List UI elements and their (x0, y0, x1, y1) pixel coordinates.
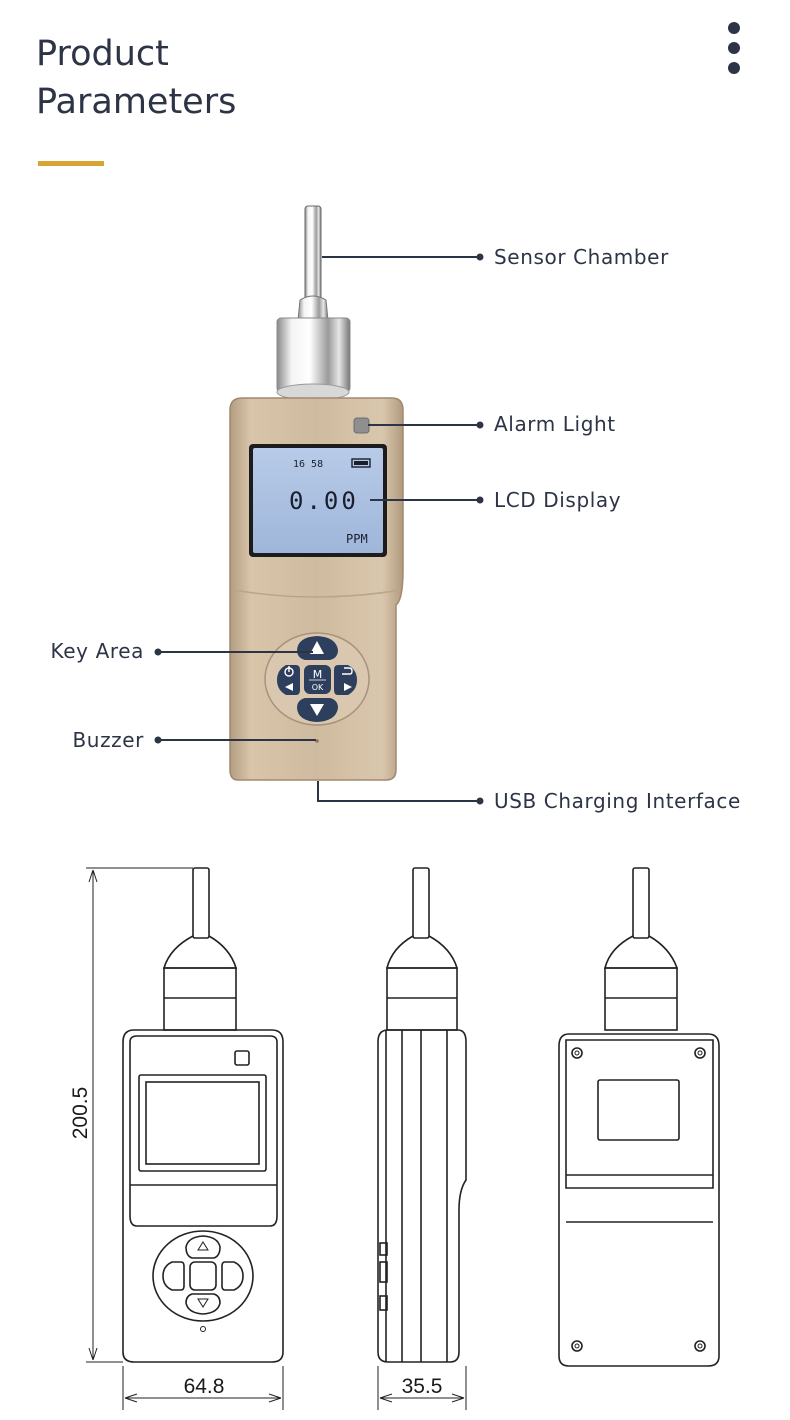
power-left-key (277, 665, 300, 695)
lcd-screen (253, 448, 383, 553)
battery-icon (351, 458, 371, 468)
callouts: Sensor Chamber Alarm Light LCD Display K… (51, 245, 741, 813)
callout-alarm-light: Alarm Light (494, 412, 616, 436)
buzzer-hole (315, 739, 319, 743)
page-title: Product Parameters (36, 30, 236, 126)
front-view-drawing (122, 867, 284, 1363)
technical-drawings (86, 867, 720, 1410)
page-title-line-1: Product (36, 34, 169, 74)
back-view-drawing (558, 867, 720, 1367)
menu-ok-key (304, 665, 331, 694)
callout-sensor-chamber: Sensor Chamber (494, 245, 669, 269)
ok-key-label: OK (312, 683, 324, 692)
dimension-depth-label: 35.5 (402, 1375, 443, 1398)
callout-lcd-display: LCD Display (494, 488, 621, 512)
callout-buzzer: Buzzer (72, 728, 144, 752)
page-title-line-2: Parameters (36, 82, 237, 122)
lcd-reading: 0.00 (289, 487, 359, 515)
title-accent-line (38, 161, 104, 166)
dimension-width-label: 64.8 (184, 1375, 225, 1398)
more-vertical-icon[interactable] (716, 20, 752, 76)
menu-key-label: M (313, 668, 323, 681)
gas-detector-device: 16 58 0.00 PPM M OK (229, 205, 404, 781)
callout-usb-charging: USB Charging Interface (494, 789, 741, 813)
side-view-drawing (377, 867, 467, 1363)
dimension-height-label: 200.5 (69, 1087, 92, 1140)
lcd-unit: PPM (346, 532, 368, 546)
lcd-time: 16 58 (293, 459, 323, 470)
alarm-light (353, 417, 370, 434)
dimension-lines (86, 867, 467, 1410)
callout-key-area: Key Area (51, 639, 144, 663)
